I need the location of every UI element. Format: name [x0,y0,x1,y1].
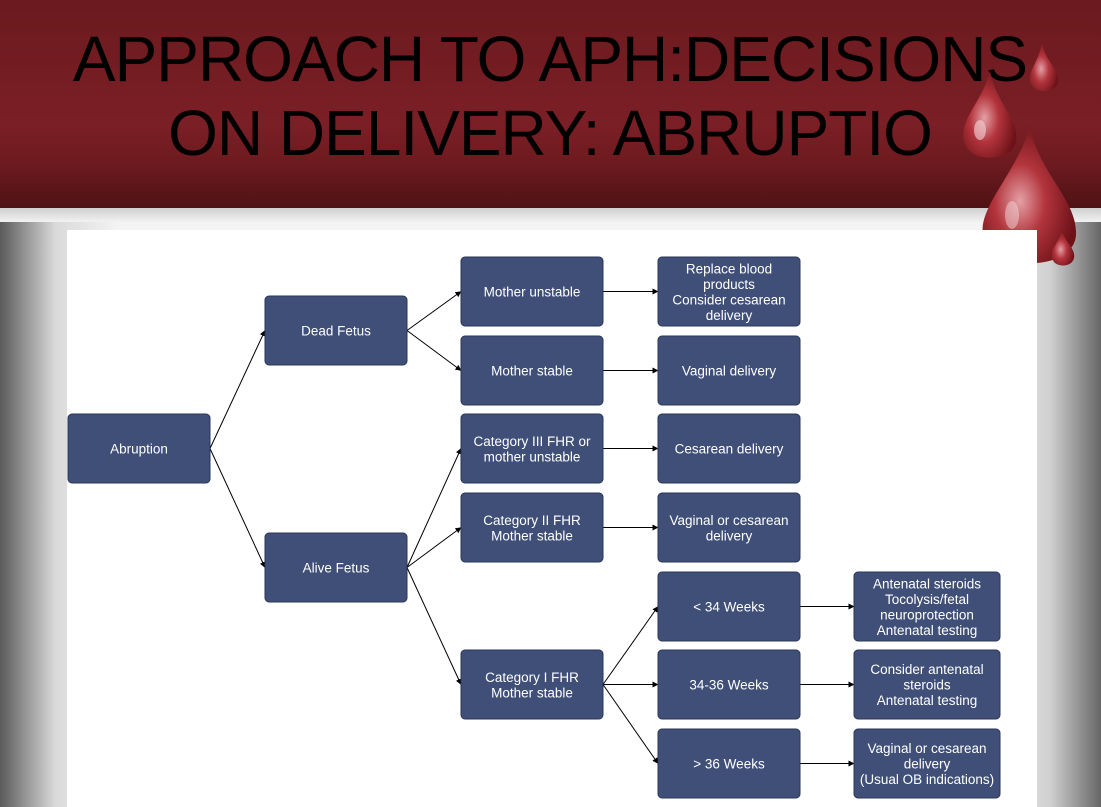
node-antenatal-steroids: Antenatal steroidsTocolysis/fetalneuropr… [853,571,1001,642]
node-gt-36-weeks: > 36 Weeks [657,728,801,799]
node-box [460,256,604,327]
node-label-line: Vaginal or cesarean [867,741,986,756]
edge-category-i-to-lt-34-weeks [602,606,659,685]
node-box [657,649,801,720]
edge-abruption-to-alive-fetus [209,448,266,568]
node-label-line: > 36 Weeks [693,757,765,772]
node-cesarean-delivery: Cesarean delivery [657,413,801,484]
node-label-line: Alive Fetus [303,561,370,576]
header-shade [0,165,1101,208]
node-box [853,571,1001,642]
edge-alive-fetus-to-category-ii [406,527,462,568]
node-lt-34-weeks: < 34 Weeks [657,571,801,642]
node-dead-fetus: Dead Fetus [264,295,408,366]
node-box [67,413,211,484]
node-label-line: mother unstable [484,449,581,464]
node-mother-stable: Mother stable [460,335,604,406]
node-34-36-weeks: 34-36 Weeks [657,649,801,720]
node-label-line: Tocolysis/fetal [885,592,969,607]
node-label-line: Cesarean delivery [675,442,784,457]
node-vaginal-delivery: Vaginal delivery [657,335,801,406]
node-label-line: neuroprotection [880,607,974,622]
node-label-line: Category III FHR or [473,434,591,449]
node-label-line: steroids [903,678,951,693]
edge-category-i-to-gt-36-weeks [602,684,659,764]
node-box [264,295,408,366]
node-label-line: Consider cesarean [672,292,785,307]
node-label-line: Mother stable [491,364,573,379]
node-mother-unstable: Mother unstable [460,256,604,327]
node-label-line: Replace blood [686,261,772,276]
node-label-line: Antenatal steroids [873,576,981,591]
node-box [657,571,801,642]
node-label-line: Vaginal or cesarean [669,513,788,528]
drop-large [982,125,1077,264]
node-label-line: Category II FHR [483,513,581,528]
node-label-line: Vaginal delivery [682,364,777,379]
node-label-line: (Usual OB indications) [860,772,994,787]
node-box [460,413,604,484]
node-box [853,649,1001,720]
node-label-line: products [703,277,755,292]
node-box [264,532,408,603]
node-label-line: Antenatal testing [877,623,978,638]
slide-title: APPROACH TO APH:DECISIONS ON DELIVERY: A… [20,22,1080,170]
node-label-line: Mother stable [491,685,573,700]
node-alive-fetus: Alive Fetus [264,532,408,603]
node-label-line: Abruption [110,442,168,457]
node-label-line: < 34 Weeks [693,600,765,615]
edge-alive-fetus-to-category-i [406,567,462,685]
edge-dead-fetus-to-mother-unstable [406,291,462,331]
drop-small [1029,42,1059,91]
node-box [460,649,604,720]
node-label-line: delivery [904,757,951,772]
node-label-line: Mother unstable [484,285,581,300]
drop-medium [963,70,1017,158]
node-box [657,492,801,563]
node-box [853,728,1001,799]
slide-title-line-2: ON DELIVERY: ABRUPTIO [168,97,933,169]
node-label-line: Mother stable [491,528,573,543]
node-box [460,335,604,406]
node-label-line: Category I FHR [485,670,579,685]
node-box [657,335,801,406]
node-label-line: Antenatal testing [877,693,978,708]
node-abruption: Abruption [67,413,211,484]
node-box [657,256,801,327]
blood-drops-icon [963,42,1077,266]
node-label-line: delivery [706,528,753,543]
node-box [657,728,801,799]
node-box [460,492,604,563]
node-label-line: Consider antenatal [870,662,983,677]
slide-title-line-1: APPROACH TO APH:DECISIONS [72,23,1028,95]
node-label-line: Dead Fetus [301,324,371,339]
node-box [657,413,801,484]
node-label-line: 34-36 Weeks [689,678,769,693]
slide-header [0,0,1101,208]
edge-dead-fetus-to-mother-stable [406,330,462,371]
edge-abruption-to-dead-fetus [209,330,266,449]
node-label-line: delivery [706,308,753,323]
edge-alive-fetus-to-category-iii [406,448,462,568]
header-divider [0,208,1101,222]
drop-tiny [1051,230,1075,266]
